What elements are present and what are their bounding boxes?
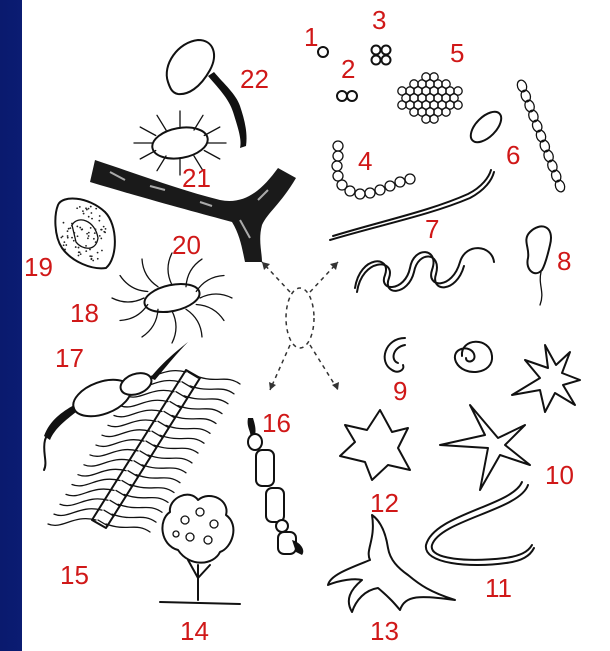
shape-5-staphylococcus	[398, 73, 462, 123]
label-17: 17	[55, 345, 84, 371]
label-9: 9	[393, 378, 407, 404]
shape-2-diplococcus	[337, 91, 357, 101]
shape-21-spiked	[134, 111, 226, 175]
label-19: 19	[24, 254, 53, 280]
shape-19-oval-cell	[55, 199, 115, 269]
label-5: 5	[450, 40, 464, 66]
label-10: 10	[545, 462, 574, 488]
shape-11-filament	[426, 482, 534, 565]
label-11: 11	[485, 575, 512, 601]
shape-4-streptococcus	[332, 141, 415, 199]
label-6: 6	[506, 142, 520, 168]
shape-3-tetrad	[372, 46, 391, 65]
label-14: 14	[180, 618, 209, 644]
shape-6-bacillus	[465, 79, 566, 193]
label-15: 15	[60, 562, 89, 588]
shape-15-multicellular	[48, 370, 240, 532]
shape-18-peritrichous	[112, 253, 232, 343]
shape-1-coccus	[318, 47, 328, 57]
label-7: 7	[425, 216, 439, 242]
label-3: 3	[372, 7, 386, 33]
label-21: 21	[182, 165, 211, 191]
label-20: 20	[172, 232, 201, 258]
shape-9-curved	[385, 338, 492, 372]
shape-12-hexagonal	[340, 410, 410, 480]
label-2: 2	[341, 56, 355, 82]
shape-8-vibrio	[526, 226, 551, 305]
label-4: 4	[358, 148, 372, 174]
shape-14-tree	[160, 495, 240, 604]
label-8: 8	[557, 248, 571, 274]
label-22: 22	[240, 66, 269, 92]
label-18: 18	[70, 300, 99, 326]
label-12: 12	[370, 490, 399, 516]
label-13: 13	[370, 618, 399, 644]
label-16: 16	[262, 410, 291, 436]
label-1: 1	[304, 24, 318, 50]
central-cell-arrows	[262, 262, 339, 390]
shape-16-segmented	[248, 418, 304, 555]
